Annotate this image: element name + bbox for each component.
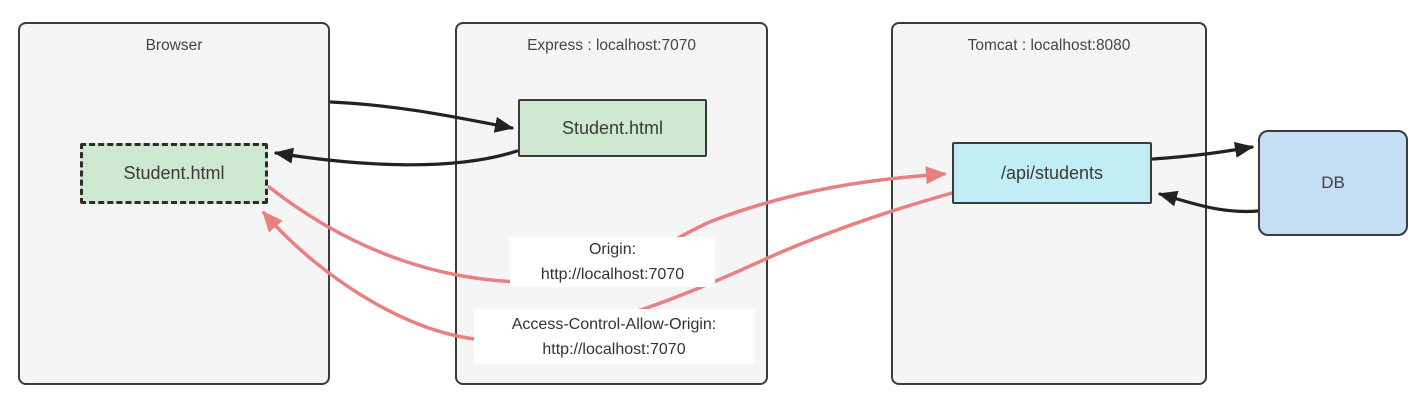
api-students-label: /api/students <box>1000 162 1104 183</box>
acao-header-line2: http://localhost:7070 <box>542 340 686 358</box>
db-label: DB <box>1321 173 1345 192</box>
express-student-html-label: Student.html <box>561 117 664 138</box>
express-student-html-node: Student.html <box>518 99 707 157</box>
db-node: DB <box>1258 130 1408 236</box>
origin-header-line2: http://localhost:7070 <box>540 266 685 283</box>
acao-header-annotation: Access-Control-Allow-Origin: http://loca… <box>474 309 754 364</box>
origin-header-line1: Origin: <box>588 241 637 258</box>
browser-panel-title: Browser <box>145 37 203 54</box>
acao-header-line1: Access-Control-Allow-Origin: <box>511 315 717 333</box>
browser-student-html-node: Student.html <box>80 143 268 204</box>
tomcat-panel-title: Tomcat : localhost:8080 <box>967 37 1131 54</box>
origin-header-annotation: Origin: http://localhost:7070 <box>510 237 715 287</box>
api-students-node: /api/students <box>952 142 1152 204</box>
browser-student-html-label: Student.html <box>123 163 225 183</box>
express-panel-title: Express : localhost:7070 <box>527 37 696 54</box>
